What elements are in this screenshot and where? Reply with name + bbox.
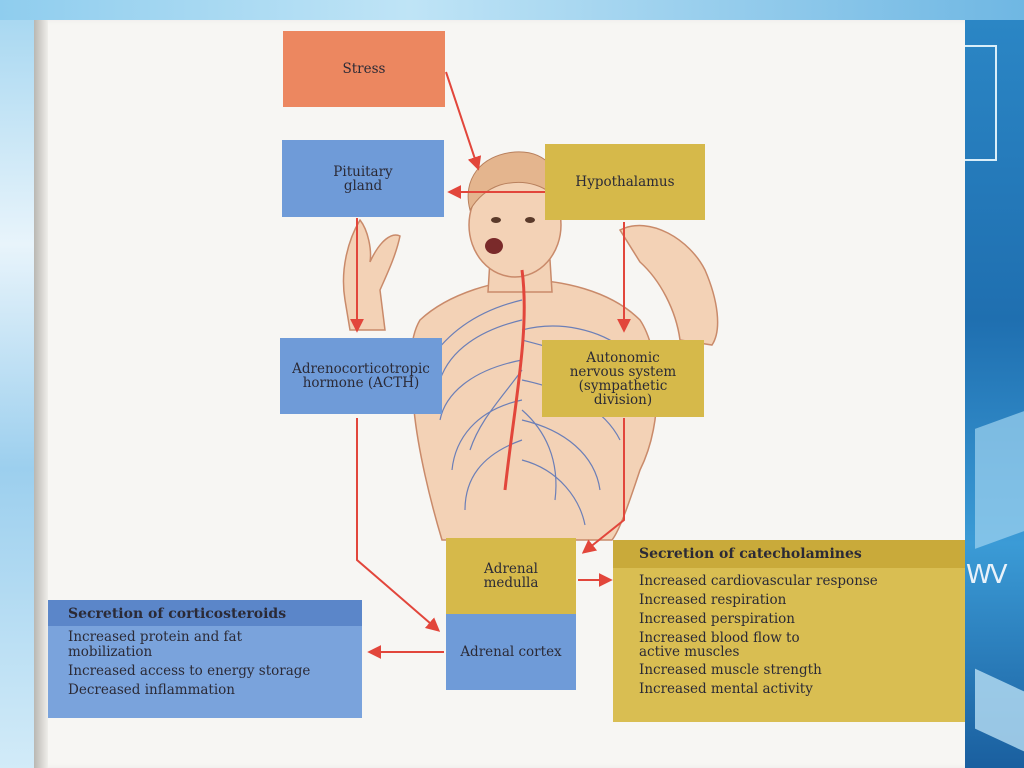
corticosteroid-effect: Increased protein and fat mobilization [68, 629, 243, 660]
corticosteroids-list: Increased protein and fat mobilization I… [48, 626, 362, 698]
right-frame-decor [965, 45, 997, 161]
arrow-acth-to-cortex [356, 418, 441, 632]
corticosteroids-panel: Secretion of corticosteroids Increased p… [48, 600, 362, 718]
arrow-autonomic-to-medulla [581, 418, 625, 554]
hypothalamus-box: Hypothalamus [545, 144, 705, 220]
acth-box: Adrenocorticotropic hormone (ACTH) [280, 338, 442, 414]
adrenal-cortex-label: Adrenal cortex [460, 644, 562, 660]
adrenal-medulla-label: Adrenal medulla [483, 561, 539, 591]
catecholamine-effect: Increased respiration [639, 592, 787, 608]
catecholamine-effect: Increased mental activity [639, 681, 813, 697]
catecholamines-list: Increased cardiovascular response Increa… [613, 568, 965, 697]
adrenal-cortex-box: Adrenal cortex [446, 614, 576, 690]
catecholamine-effect: Increased perspiration [639, 611, 795, 627]
autonomic-box: Autonomic nervous system (sympathetic di… [542, 340, 704, 417]
corner-logo-text: WV [966, 560, 1007, 590]
page-spine-shadow [34, 20, 48, 768]
hypothalamus-label: Hypothalamus [575, 174, 675, 190]
right-band [965, 20, 1024, 768]
catecholamine-effect: Increased cardiovascular response [639, 573, 878, 589]
catecholamine-effect: Increased muscle strength [639, 662, 822, 678]
autonomic-label: Autonomic nervous system (sympathetic di… [569, 349, 677, 408]
stress-label: Stress [342, 61, 386, 77]
top-band [0, 0, 1024, 20]
adrenal-medulla-box: Adrenal medulla [446, 538, 576, 614]
corticosteroid-effect: Decreased inflammation [68, 682, 235, 698]
pituitary-box: Pituitary gland [282, 140, 444, 217]
catecholamine-effect: Increased blood flow to active muscles [639, 630, 800, 660]
stress-box: Stress [283, 31, 445, 107]
acth-label: Adrenocorticotropic hormone (ACTH) [292, 361, 430, 391]
arrow-stress-to-hypothalamus [445, 71, 482, 171]
face-features [485, 217, 535, 254]
corticosteroid-effect: Increased access to energy storage [68, 663, 311, 679]
catecholamines-panel: Secretion of catecholamines Increased ca… [613, 540, 965, 722]
pituitary-label: Pituitary gland [333, 163, 393, 194]
catecholamines-title: Secretion of catecholamines [613, 540, 965, 568]
spinal-cord [503, 269, 526, 491]
corticosteroids-title: Secretion of corticosteroids [48, 600, 362, 626]
left-band [0, 20, 34, 768]
